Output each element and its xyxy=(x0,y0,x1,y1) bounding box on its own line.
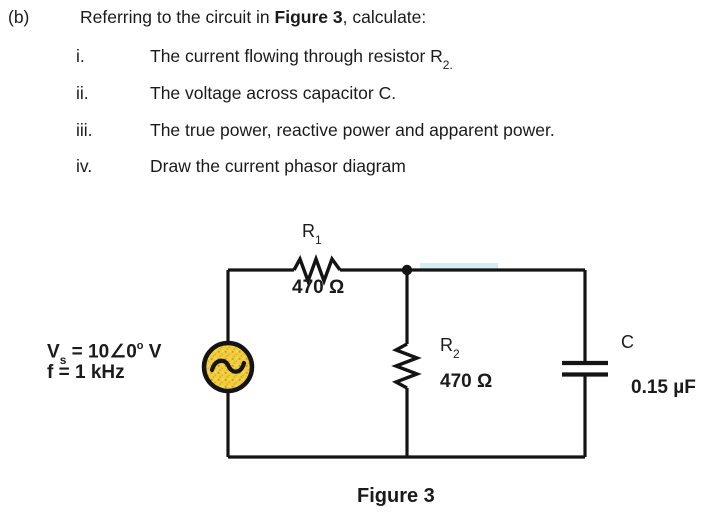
item-text-main: The current flowing through resistor R xyxy=(150,46,443,66)
item-numeral: iii. xyxy=(76,120,93,140)
r2-letter: R xyxy=(440,335,453,355)
r2-value-label: 470 Ω xyxy=(440,371,493,392)
vs-unit: V xyxy=(143,341,162,363)
item-text: The voltage across capacitor C. xyxy=(150,83,397,103)
problem-intro-text: Referring to the circuit in Figure 3, ca… xyxy=(80,7,426,28)
resistor-r2-symbol xyxy=(391,342,422,390)
problem-intro-line: (b) Referring to the circuit in Figure 3… xyxy=(0,7,710,31)
degree-symbol: o xyxy=(136,340,144,352)
item-text: The current flowing through resistor R2. xyxy=(150,46,453,72)
intro-suffix: , calculate: xyxy=(342,7,427,27)
r2-name-label: R2 xyxy=(440,335,460,361)
item-numeral: iv. xyxy=(76,156,93,176)
problem-item-iii: iii. The true power, reactive power and … xyxy=(0,120,710,144)
figure-caption: Figure 3 xyxy=(357,485,435,507)
junction-node xyxy=(401,264,413,276)
problem-item-iv: iv. Draw the current phasor diagram xyxy=(0,156,710,180)
intro-prefix: Referring to the circuit in xyxy=(80,7,275,27)
problem-item-ii: ii. The voltage across capacitor C. xyxy=(0,83,710,107)
vs-symbol: V xyxy=(47,341,60,363)
item-numeral: i. xyxy=(76,46,85,66)
capacitor-symbol xyxy=(562,360,608,377)
intro-figure-ref: Figure 3 xyxy=(274,7,343,27)
r1-value-label: 470 Ω xyxy=(292,277,345,298)
circuit-wires xyxy=(226,268,587,459)
item-text: The true power, reactive power and appar… xyxy=(150,120,555,140)
item-numeral: ii. xyxy=(76,83,89,103)
capacitor-value-label: 0.15 µF xyxy=(631,377,696,398)
wire-highlight-artifact xyxy=(420,263,498,269)
vs-subscript: s xyxy=(59,353,67,368)
r1-letter: R xyxy=(302,221,315,241)
resistor-r1-symbol xyxy=(292,254,342,286)
source-frequency-label: f = 1 kHz xyxy=(47,362,125,383)
r1-name-label: R1 xyxy=(302,221,322,247)
problem-label: (b) xyxy=(8,7,30,27)
item-text-sub: 2. xyxy=(442,57,453,72)
capacitor-name-label: C xyxy=(621,332,634,352)
ac-source-icon xyxy=(201,340,255,394)
source-voltage-label: Vs = 10∠0o V xyxy=(47,334,161,371)
vs-value: = 10∠0 xyxy=(66,341,137,363)
problem-item-i: i. The current flowing through resistor … xyxy=(0,46,710,72)
item-text: Draw the current phasor diagram xyxy=(150,156,406,176)
r1-subscript: 1 xyxy=(315,232,322,247)
r2-subscript: 2 xyxy=(453,346,460,361)
